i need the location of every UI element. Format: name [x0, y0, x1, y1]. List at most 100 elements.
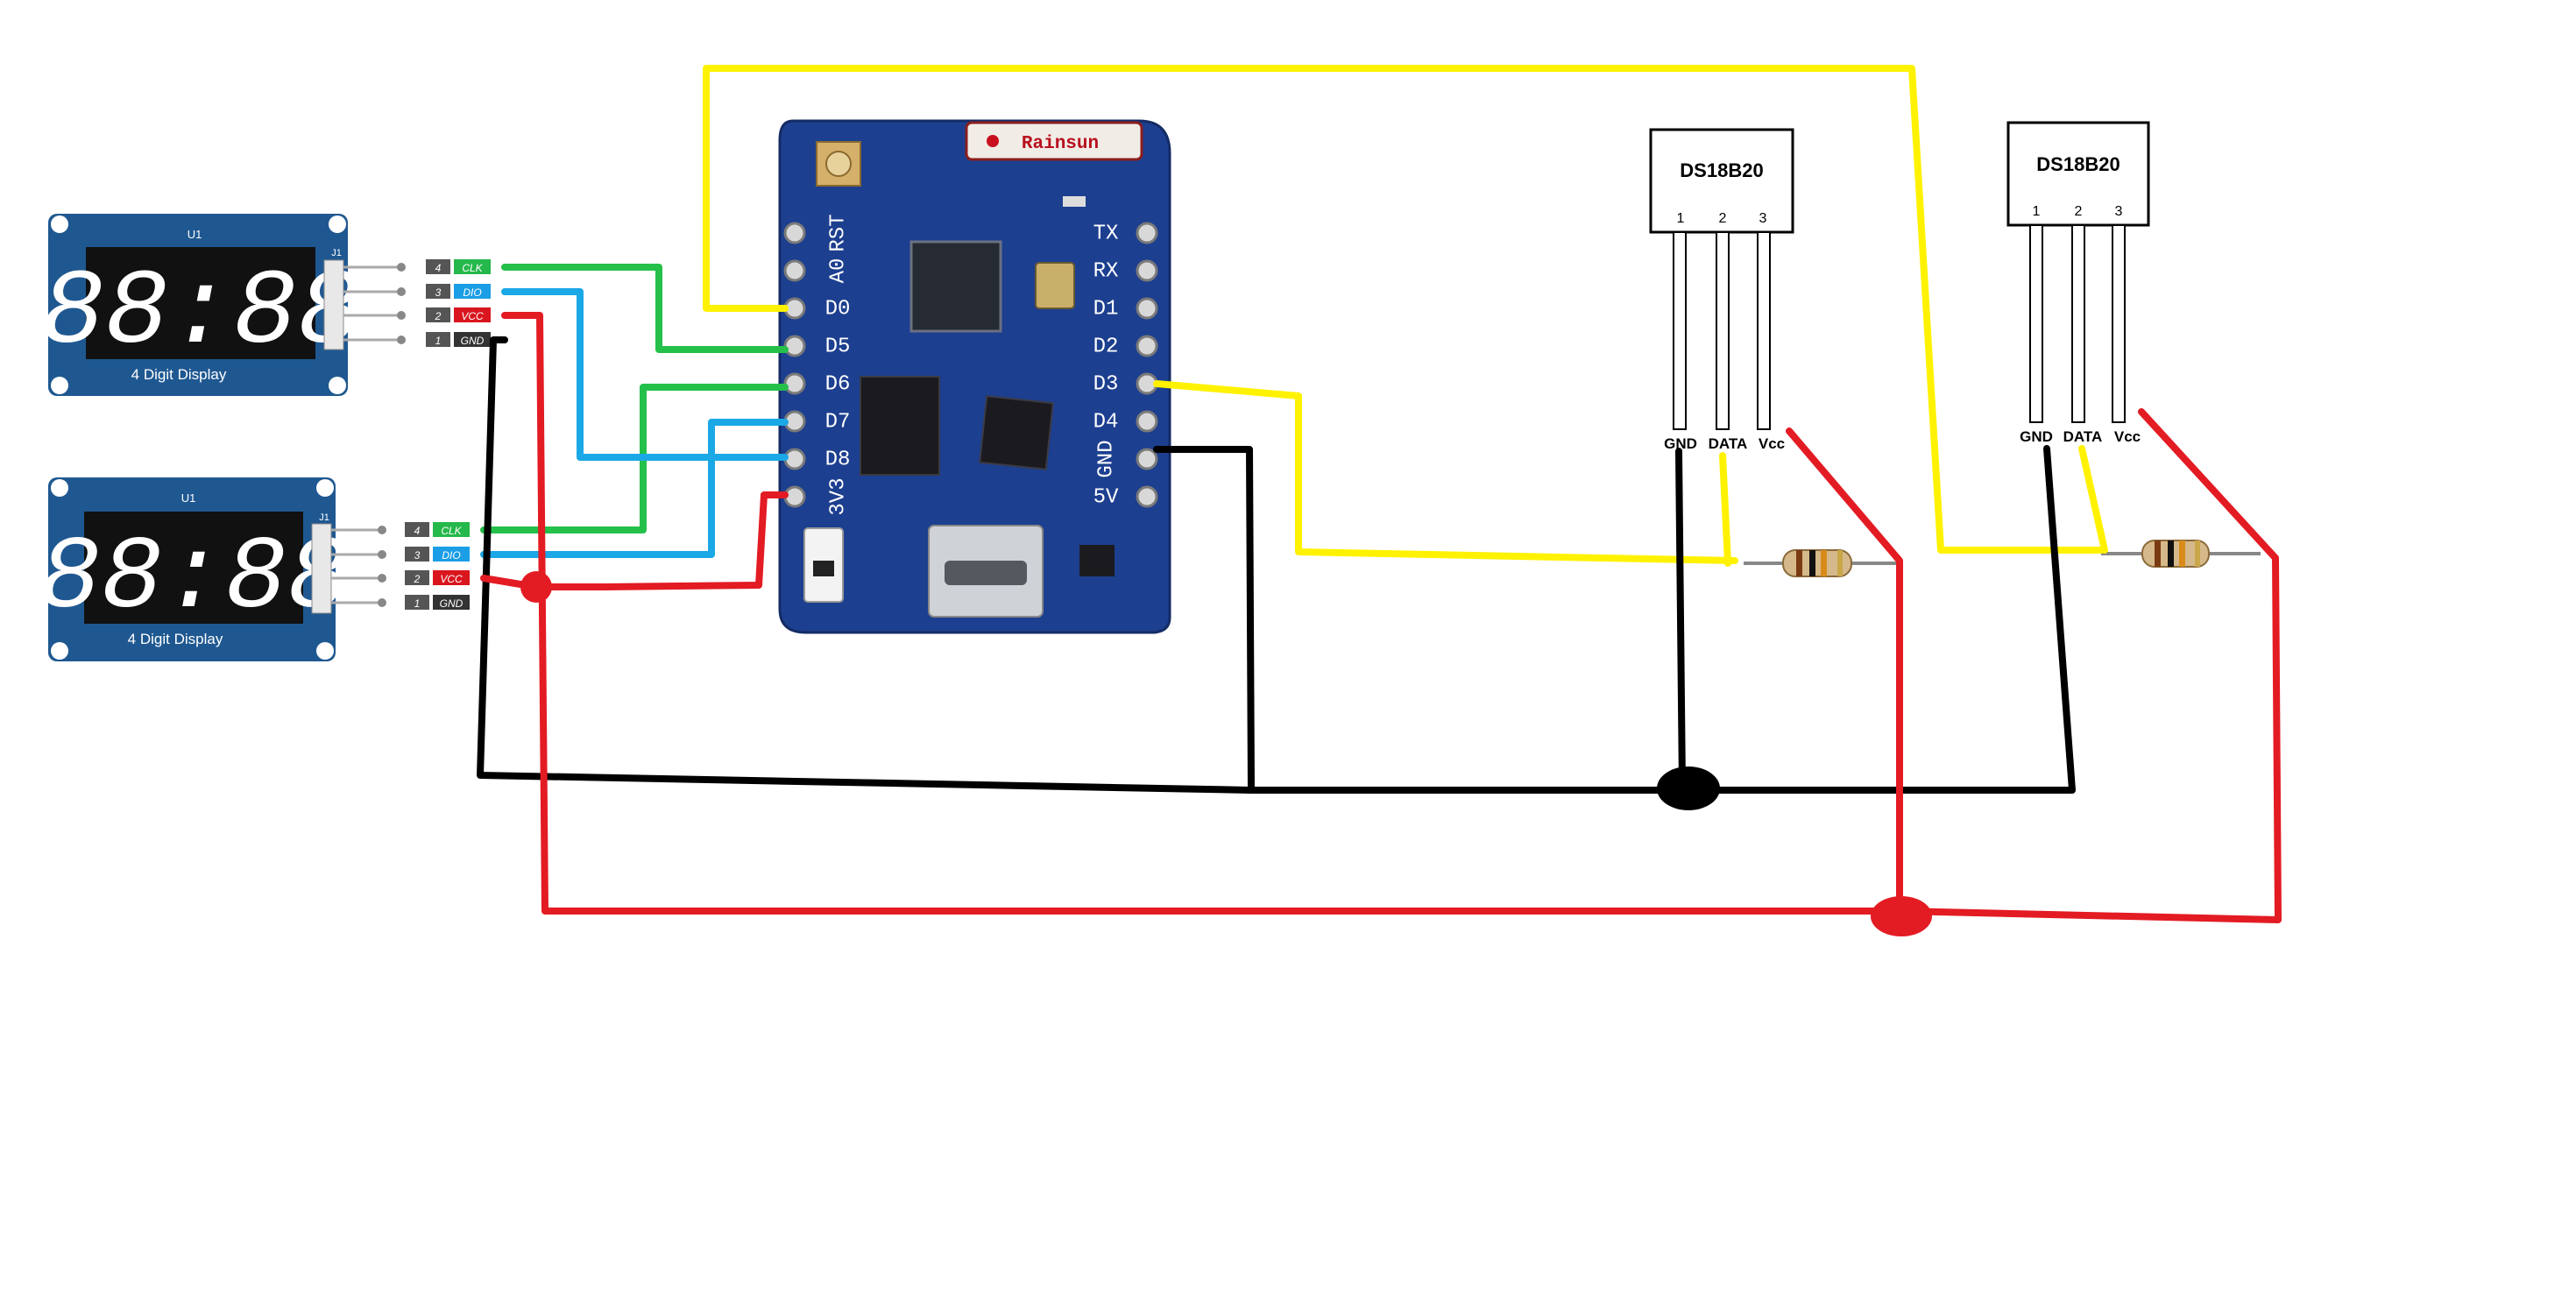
antenna-chip	[965, 121, 1143, 161]
resistor-band	[2168, 540, 2174, 567]
wire-sensor-2-data-lead	[2078, 445, 2108, 554]
pin-label-gnd: GND	[1094, 440, 1118, 477]
pin-label-vcc: VCC	[461, 310, 484, 322]
pin-pad	[1136, 335, 1158, 357]
resistor-band	[1796, 550, 1802, 576]
sensor-title: DS18B20	[2036, 153, 2120, 175]
sensor-pin-number: 2	[2075, 204, 2083, 219]
sensor-leg	[1716, 231, 1730, 430]
pin-pad	[1136, 297, 1158, 320]
mount-hole	[316, 642, 334, 660]
sensor-pin-number: 2	[1719, 211, 1727, 226]
resistor-band	[2179, 540, 2185, 567]
smd-part	[1063, 196, 1086, 207]
pin-label-a0: A0	[826, 258, 850, 284]
wire-vcc-bus	[501, 312, 2282, 923]
sensor-pin-data: DATA	[2063, 428, 2103, 445]
regulator	[1079, 545, 1115, 576]
display-module-1: U1 J1 88:88 4 Digit Display 4 CLK 3 DIO …	[40, 214, 491, 396]
pullup-resistor-1	[1744, 549, 1901, 577]
wire-sensor-1-data-lead	[1719, 452, 1731, 567]
display-pin-row: 1 GND	[331, 595, 470, 610]
mount-hole	[51, 479, 68, 497]
pin-header	[311, 523, 332, 614]
pin-label-5v: 5V	[1093, 485, 1119, 509]
wire-vcc-sensor-1	[1786, 427, 1903, 915]
pin-label-clk: CLK	[462, 262, 483, 274]
display-pin-row: 1 GND	[343, 332, 491, 347]
display-pin-row: 4 CLK	[343, 259, 491, 274]
connector-ref-label: J1	[319, 512, 329, 523]
pin-label-d6: D6	[825, 372, 851, 396]
pin-label-gnd: GND	[440, 597, 464, 610]
display-ref-label: U1	[181, 491, 196, 505]
junction-dot	[1657, 766, 1720, 810]
ufl-connector-ring	[825, 151, 852, 177]
pin-pad	[1136, 410, 1158, 433]
wire-gnd-board	[1153, 446, 1255, 794]
pin-label-dio: DIO	[463, 286, 481, 299]
display-pin-row: 2 VCC	[343, 307, 491, 322]
temperature-sensor-2: DS18B20 1 2 3 GND DATA Vcc	[2006, 121, 2150, 445]
display-pin-row: 3 DIO	[331, 547, 470, 562]
esp-chip	[909, 240, 1002, 333]
pin-label-d8: D8	[825, 448, 851, 471]
junction-dot	[1871, 896, 1932, 936]
pin-pad	[783, 335, 806, 357]
mount-hole	[329, 215, 346, 233]
display-face	[84, 512, 303, 624]
pin-number: 3	[435, 286, 442, 299]
pin-label-tx: TX	[1093, 222, 1119, 245]
display-pin-row: 2 VCC	[331, 570, 470, 585]
temperature-sensor-1: DS18B20 1 2 3 GND DATA Vcc	[1649, 128, 1794, 452]
sensor-pin-number: 1	[2033, 204, 2041, 219]
sensor-leg	[2029, 224, 2043, 423]
mount-hole	[51, 377, 68, 394]
pin-label-gnd: GND	[461, 335, 485, 347]
mount-hole	[316, 479, 334, 497]
sensor-leg	[1673, 231, 1687, 430]
pin-label-d4: D4	[1093, 410, 1119, 434]
crystal	[1035, 262, 1075, 309]
mount-hole	[51, 642, 68, 660]
usb-serial-chip	[979, 395, 1054, 470]
sensor-title: DS18B20	[1680, 159, 1763, 181]
pin-pad	[783, 222, 806, 244]
pin-number: 4	[435, 262, 442, 274]
sensor-pin-data: DATA	[1709, 435, 1748, 452]
pin-label-rst: RST	[826, 214, 850, 251]
pin-label-d1: D1	[1093, 297, 1119, 321]
resistor-band	[2195, 540, 2200, 567]
display-face	[86, 247, 315, 359]
sensor-pin-number: 3	[1759, 211, 1767, 226]
pin-pad	[783, 372, 806, 395]
antenna-dot-icon	[987, 135, 999, 147]
pin-number: 3	[414, 549, 421, 562]
sensor-pin-gnd: GND	[1664, 435, 1697, 452]
pin-label-dio: DIO	[442, 549, 460, 562]
pin-number: 4	[414, 525, 421, 537]
sensor-pin-vcc: Vcc	[1759, 435, 1785, 452]
display-digits: 88:88	[40, 252, 361, 374]
display-pin-row: 4 CLK	[331, 522, 470, 537]
sensor-body	[2006, 121, 2150, 227]
pin-label-d7: D7	[825, 410, 851, 434]
connector-ref-label: J1	[331, 248, 342, 258]
mount-hole	[51, 215, 68, 233]
pin-pad	[1136, 259, 1158, 282]
wire-clk-1	[501, 264, 789, 353]
wire-data-sensor-2	[703, 65, 2105, 554]
microcontroller-board: Rainsun RST A0	[778, 119, 1171, 634]
pin-pad	[1136, 485, 1158, 508]
board-right-header: TX RX D1 D2 D3 D4 GND 5V	[1093, 222, 1158, 509]
sensor-pin-number: 3	[2115, 204, 2123, 219]
mount-hole	[329, 377, 346, 394]
pin-label-3v3: 3V3	[826, 477, 850, 515]
display-digits: 88:88	[39, 521, 349, 638]
resistor-band	[2155, 540, 2161, 567]
flash-chip	[860, 376, 940, 476]
pin-pad	[1136, 222, 1158, 244]
sensor-pin-gnd: GND	[2020, 428, 2053, 445]
reset-button-cap	[813, 561, 834, 576]
